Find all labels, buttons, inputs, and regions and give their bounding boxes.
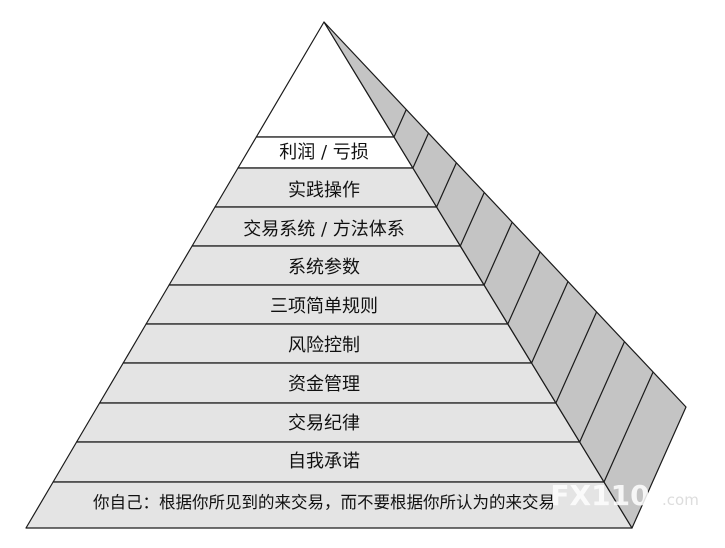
tier-label-three-rules: 三项简单规则 xyxy=(270,296,378,317)
tier-label-risk-control: 风险控制 xyxy=(288,335,360,356)
side-face-divider xyxy=(483,221,513,286)
watermark-mark: FX110 xyxy=(550,479,649,512)
tier-label-discipline: 交易纪律 xyxy=(288,413,360,434)
tier-label-profit-loss: 利润 / 亏损 xyxy=(279,142,369,163)
watermark-suffix: .com xyxy=(662,491,699,509)
base-label-yourself: 你自己：根据你所见到的来交易，而不要根据你所认为的来交易 xyxy=(93,493,555,512)
side-face-divider xyxy=(603,371,654,483)
side-face-divider xyxy=(459,192,485,247)
pyramid-side-face xyxy=(323,21,687,529)
watermark: FX110 .com xyxy=(550,479,698,512)
tier-label-system-params: 系统参数 xyxy=(288,257,360,278)
pyramid-labels: 利润 / 亏损 实践操作 交易系统 / 方法体系 系统参数 三项简单规则 风险控… xyxy=(93,142,555,512)
side-face-divider xyxy=(579,341,626,443)
side-face-divider xyxy=(507,251,541,325)
tier-label-trading-system: 交易系统 / 方法体系 xyxy=(243,219,405,240)
tier-label-practice: 实践操作 xyxy=(288,180,360,201)
tier-label-money-management: 资金管理 xyxy=(288,374,360,395)
side-face-divider xyxy=(393,109,407,138)
side-face-divider xyxy=(412,132,430,169)
side-face-shape xyxy=(323,21,687,529)
side-face-divider xyxy=(555,311,598,404)
tier-label-commitment: 自我承诺 xyxy=(288,451,360,472)
side-face-divider xyxy=(436,162,457,208)
side-face-divider xyxy=(531,281,569,364)
